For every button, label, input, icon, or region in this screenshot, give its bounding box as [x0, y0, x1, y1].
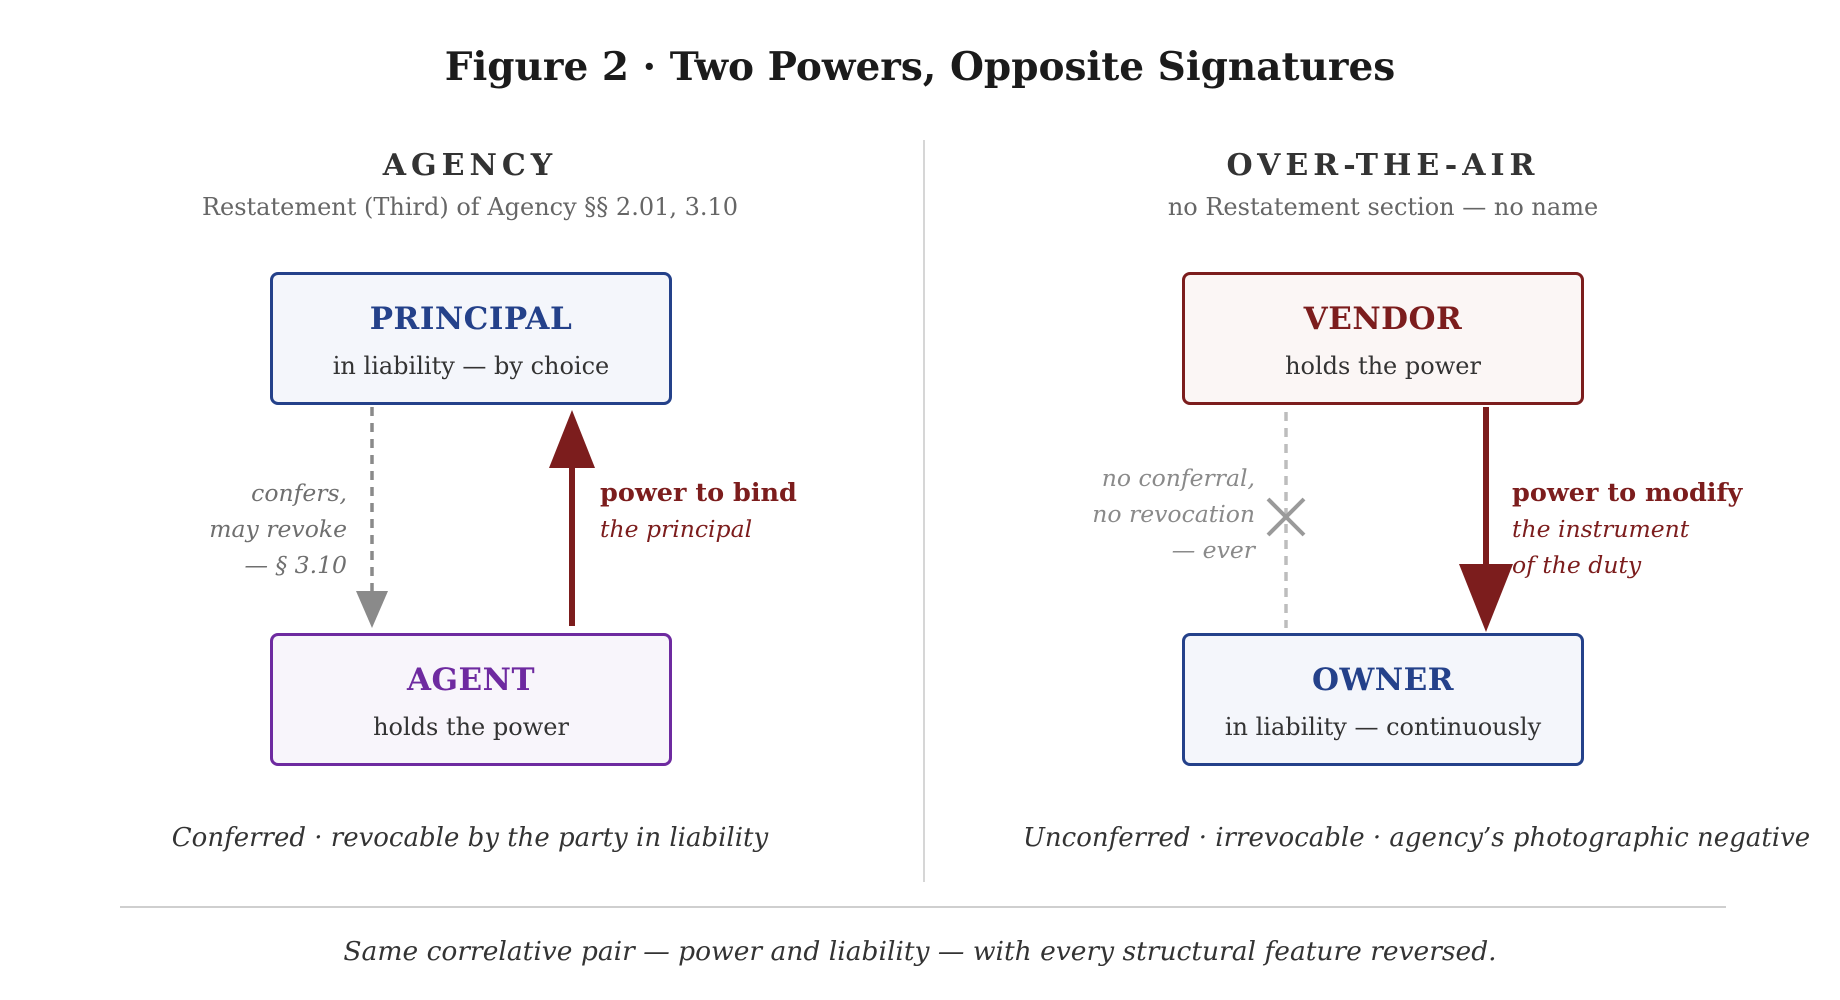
- power-to-bind-note: power to bind the principal: [600, 475, 797, 547]
- no-conferral-note: no conferral, no revocation — ever: [1092, 460, 1255, 568]
- vendor-label: VENDOR: [1303, 301, 1463, 337]
- vendor-box: VENDOR holds the power: [1182, 272, 1584, 405]
- footer-divider: [120, 906, 1726, 908]
- power-to-modify-arrow: [1459, 407, 1513, 632]
- agency-heading: AGENCY: [382, 148, 558, 183]
- confers-note-line: may revoke: [209, 515, 347, 543]
- power-to-modify-object: the instrument: [1512, 515, 1690, 543]
- agency-subheading: Restatement (Third) of Agency §§ 2.01, 3…: [201, 193, 739, 221]
- principal-label: PRINCIPAL: [369, 301, 573, 337]
- power-to-modify-object: of the duty: [1512, 551, 1642, 579]
- owner-box: OWNER in liability — continuously: [1182, 633, 1584, 766]
- column-divider: [923, 140, 925, 882]
- vendor-desc: holds the power: [1285, 352, 1481, 380]
- owner-label: OWNER: [1311, 662, 1455, 698]
- power-to-bind-label: power to bind: [600, 478, 797, 508]
- principal-desc: in liability — by choice: [332, 352, 610, 380]
- power-to-modify-label: power to modify: [1512, 478, 1743, 508]
- agent-label: AGENT: [406, 662, 536, 698]
- cross-mark-icon: [1266, 497, 1306, 537]
- agent-desc: holds the power: [373, 713, 569, 741]
- confers-note-line: confers,: [251, 479, 347, 507]
- ota-subheading: no Restatement section — no name: [1167, 193, 1599, 221]
- no-conferral-note-line: no revocation: [1092, 500, 1255, 528]
- confers-note: confers, may revoke — § 3.10: [209, 475, 347, 583]
- footer-note: Same correlative pair — power and liabil…: [343, 936, 1497, 967]
- agency-caption: Conferred · revocable by the party in li…: [171, 823, 769, 853]
- owner-desc: in liability — continuously: [1224, 713, 1542, 741]
- figure-title: Figure 2 · Two Powers, Opposite Signatur…: [444, 44, 1396, 90]
- no-conferral-note-line: no conferral,: [1101, 464, 1255, 492]
- power-to-bind-object: the principal: [600, 515, 753, 543]
- agent-box: AGENT holds the power: [270, 633, 672, 766]
- ota-caption: Unconferred · irrevocable · agency’s pho…: [1023, 823, 1811, 853]
- power-to-modify-note: power to modify the instrument of the du…: [1512, 475, 1742, 583]
- no-conferral-note-line: — ever: [1171, 536, 1255, 564]
- confers-arrow: [356, 407, 388, 628]
- confers-note-line: — § 3.10: [244, 551, 347, 579]
- ota-heading: OVER-THE-AIR: [1226, 148, 1540, 183]
- principal-box: PRINCIPAL in liability — by choice: [270, 272, 672, 405]
- power-to-bind-arrow: [549, 410, 595, 626]
